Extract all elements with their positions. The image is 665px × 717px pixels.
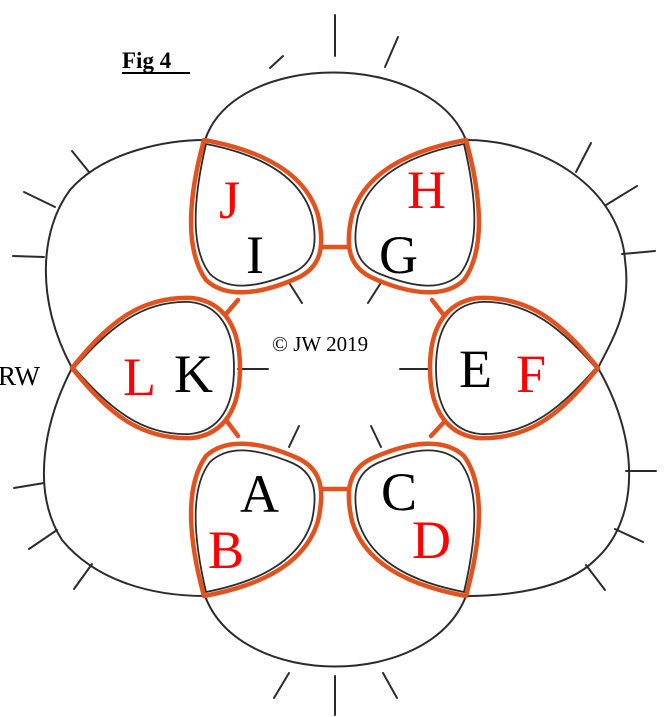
figure-title: Fig 4 bbox=[122, 48, 172, 73]
petal-label-black: E bbox=[459, 339, 492, 399]
ring-cd bbox=[346, 441, 482, 599]
ring-gh bbox=[346, 137, 482, 295]
ring-ij bbox=[188, 137, 324, 295]
rw-label: RW bbox=[0, 361, 41, 391]
petal-label-red: J bbox=[219, 170, 240, 230]
petal-labels: A B C D E F G H I J K L bbox=[123, 160, 546, 580]
petal-label-black: I bbox=[246, 225, 264, 285]
outer-picots bbox=[12, 14, 657, 716]
petal-label-black: A bbox=[240, 464, 279, 524]
petal-label-red: D bbox=[412, 510, 451, 570]
petal-label-red: F bbox=[516, 344, 546, 404]
petal-label-red: L bbox=[123, 347, 156, 407]
petal-label-black: G bbox=[379, 225, 418, 285]
orange-chains bbox=[223, 244, 448, 492]
petal-label-red: H bbox=[407, 160, 446, 220]
inner-picots bbox=[237, 280, 431, 448]
petal-label-black: C bbox=[381, 462, 417, 522]
orange-rings bbox=[69, 137, 601, 599]
petal-label-red: B bbox=[208, 520, 244, 580]
outer-outline bbox=[43, 71, 631, 668]
ring-ab bbox=[188, 441, 324, 599]
ring-kl bbox=[69, 295, 243, 441]
petal-label-black: K bbox=[174, 344, 213, 404]
ring-ef bbox=[427, 295, 601, 441]
thin-rings bbox=[72, 142, 598, 594]
copyright-text: © JW 2019 bbox=[272, 332, 368, 356]
